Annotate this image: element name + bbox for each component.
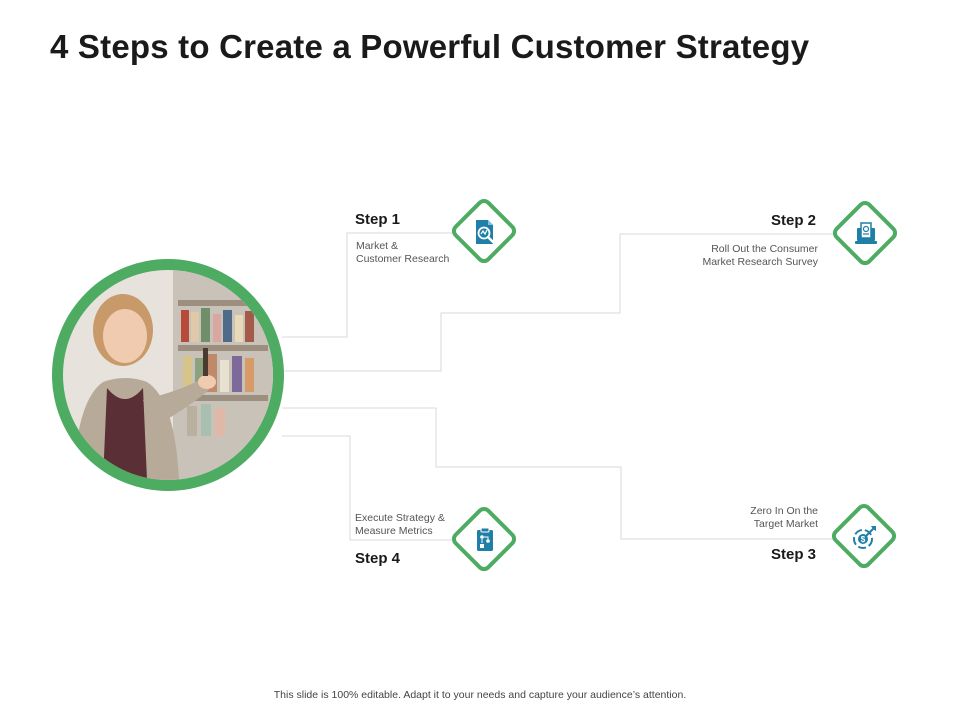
step-1-description: Market & Customer Research — [356, 240, 450, 265]
slide-footer: This slide is 100% editable. Adapt it to… — [273, 689, 687, 701]
connector-step-2 — [282, 233, 860, 372]
step-2-badge — [828, 196, 904, 272]
step-4-badge — [447, 502, 523, 578]
step-3-badge: $ — [827, 499, 903, 575]
step-1-label: Step 1 — [355, 211, 401, 228]
laptop-document-icon — [855, 222, 877, 244]
slide-title: 4 Steps to Create a Powerful Customer St… — [50, 28, 810, 65]
step-3-label: Step 3 — [770, 546, 816, 563]
connector-step-3 — [282, 407, 858, 540]
connector-step-4 — [282, 435, 470, 541]
step-3-description: Zero In On the Target Market — [750, 505, 818, 530]
connector-step-1 — [282, 232, 470, 338]
step-1-badge — [447, 194, 523, 270]
step-2-label: Step 2 — [770, 212, 816, 229]
step-4-description: Execute Strategy & Measure Metrics — [355, 512, 445, 537]
customer-photo-frame — [52, 259, 284, 491]
clipboard-flow-icon — [477, 527, 493, 551]
step-2-description: Roll Out the Consumer Market Research Su… — [702, 243, 818, 268]
step-4-label: Step 4 — [355, 550, 401, 567]
search-chart-icon — [476, 220, 495, 244]
target-dollar-icon: $ — [853, 526, 876, 549]
svg-text:$: $ — [861, 535, 866, 544]
customer-photo — [63, 270, 273, 480]
